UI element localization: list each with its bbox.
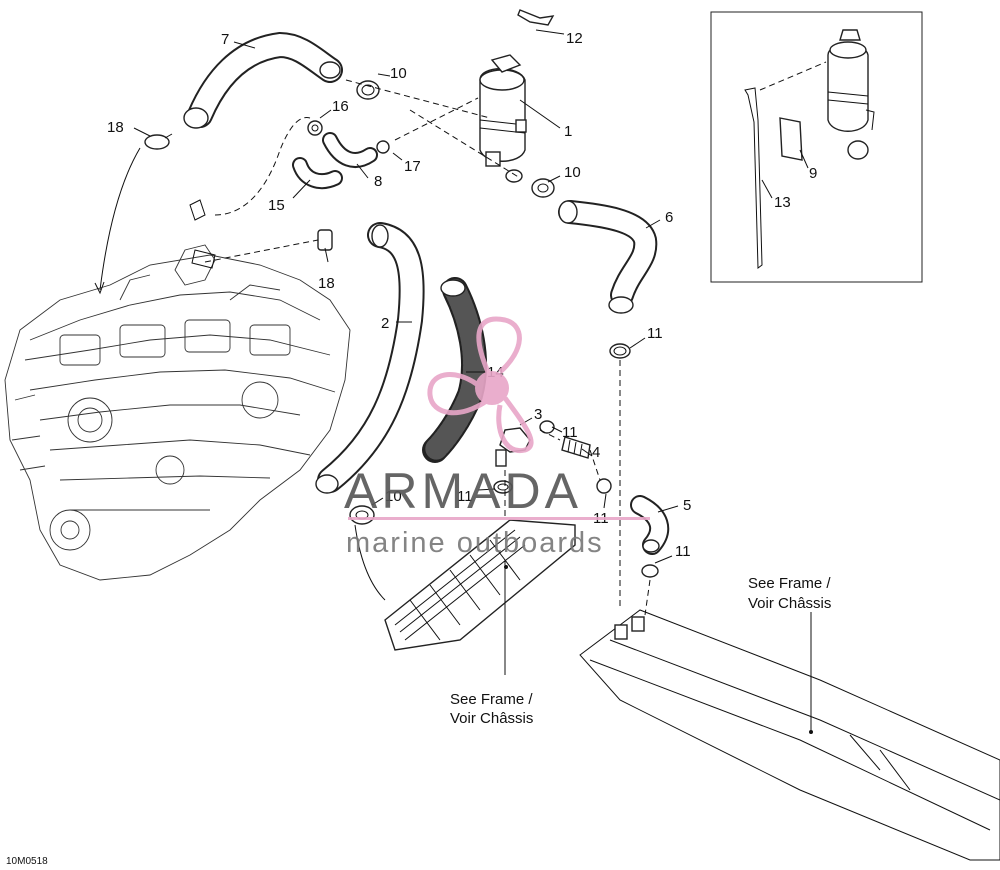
watermark-rule bbox=[348, 517, 650, 520]
hose-8 bbox=[322, 132, 378, 168]
note-frame-left-line1: See Frame / bbox=[450, 691, 533, 708]
watermark-brand: ARMADA bbox=[344, 463, 582, 519]
callout-11-mid: 11 bbox=[562, 424, 578, 441]
fitting-17 bbox=[376, 140, 390, 154]
inset-box bbox=[710, 11, 923, 283]
o-ring-11-b bbox=[493, 480, 513, 494]
o-ring-11-a bbox=[539, 420, 555, 434]
leader-lines bbox=[133, 29, 813, 734]
coolant-reservoir-1 bbox=[479, 54, 527, 183]
callout-7: 7 bbox=[221, 31, 229, 48]
fitting-engine-top bbox=[189, 199, 206, 221]
callout-13: 13 bbox=[774, 194, 791, 211]
callout-12: 12 bbox=[566, 30, 583, 47]
clamp-10-top bbox=[356, 80, 380, 100]
callout-numbers: 7 10 18 16 17 8 15 12 1 10 6 11 18 2 14 … bbox=[107, 30, 817, 560]
hose-14-corrugated bbox=[422, 277, 488, 463]
callout-10-top: 10 bbox=[390, 65, 407, 82]
callout-11-bottom: 11 bbox=[675, 543, 691, 560]
callout-2: 2 bbox=[381, 315, 389, 332]
o-ring-11-d bbox=[641, 564, 659, 578]
callout-1: 1 bbox=[564, 123, 572, 140]
arrow-line-18-left bbox=[99, 147, 141, 291]
callout-5: 5 bbox=[683, 497, 691, 514]
callout-18-lower: 18 bbox=[318, 275, 335, 292]
hose-7 bbox=[183, 31, 343, 129]
callout-6: 6 bbox=[665, 209, 673, 226]
callout-10-right: 10 bbox=[564, 164, 581, 181]
callout-11-left: 11 bbox=[457, 488, 473, 505]
frame-fittings bbox=[614, 616, 645, 640]
callout-4: 4 bbox=[592, 444, 600, 461]
callout-3: 3 bbox=[534, 406, 542, 423]
fitting-16 bbox=[307, 120, 323, 136]
frame-rail-right bbox=[579, 609, 1000, 861]
drawing-code: 10M0518 bbox=[6, 856, 48, 867]
fitting-4 bbox=[561, 436, 612, 494]
callout-18-left: 18 bbox=[107, 119, 124, 136]
hose-2 bbox=[315, 222, 425, 494]
callout-17: 17 bbox=[404, 158, 421, 175]
note-frame-left-line2: Voir Châssis bbox=[450, 710, 533, 727]
callout-10-lower: 10 bbox=[385, 488, 402, 505]
callout-15: 15 bbox=[268, 197, 285, 214]
dashed-route-upper bbox=[214, 116, 311, 216]
propeller-logo bbox=[427, 316, 534, 454]
propeller-hub bbox=[475, 371, 509, 405]
note-frame-right-line2: Voir Châssis bbox=[748, 595, 831, 612]
clamp-10-right bbox=[531, 178, 555, 198]
clamp-18-lower bbox=[317, 229, 333, 251]
arrow-line-exchanger bbox=[354, 524, 386, 601]
callout-16: 16 bbox=[332, 98, 349, 115]
o-ring-11-top bbox=[609, 343, 631, 359]
callout-9: 9 bbox=[809, 165, 817, 182]
frame-notes: See Frame / Voir Châssis See Frame / Voi… bbox=[450, 575, 831, 727]
armada-watermark: ARMADA marine outboards bbox=[344, 316, 650, 559]
note-frame-right-line1: See Frame / bbox=[748, 575, 831, 592]
watermark-tagline: marine outboards bbox=[346, 527, 604, 559]
hose-6 bbox=[558, 200, 658, 314]
hose-5 bbox=[630, 495, 670, 555]
callout-11-top: 11 bbox=[647, 325, 663, 342]
hose-15 bbox=[292, 157, 343, 190]
dashed-route-mid bbox=[204, 239, 319, 263]
engine-block bbox=[4, 244, 351, 581]
callout-8: 8 bbox=[374, 173, 382, 190]
clamp-18-left bbox=[144, 133, 173, 150]
cap-12 bbox=[517, 9, 555, 26]
